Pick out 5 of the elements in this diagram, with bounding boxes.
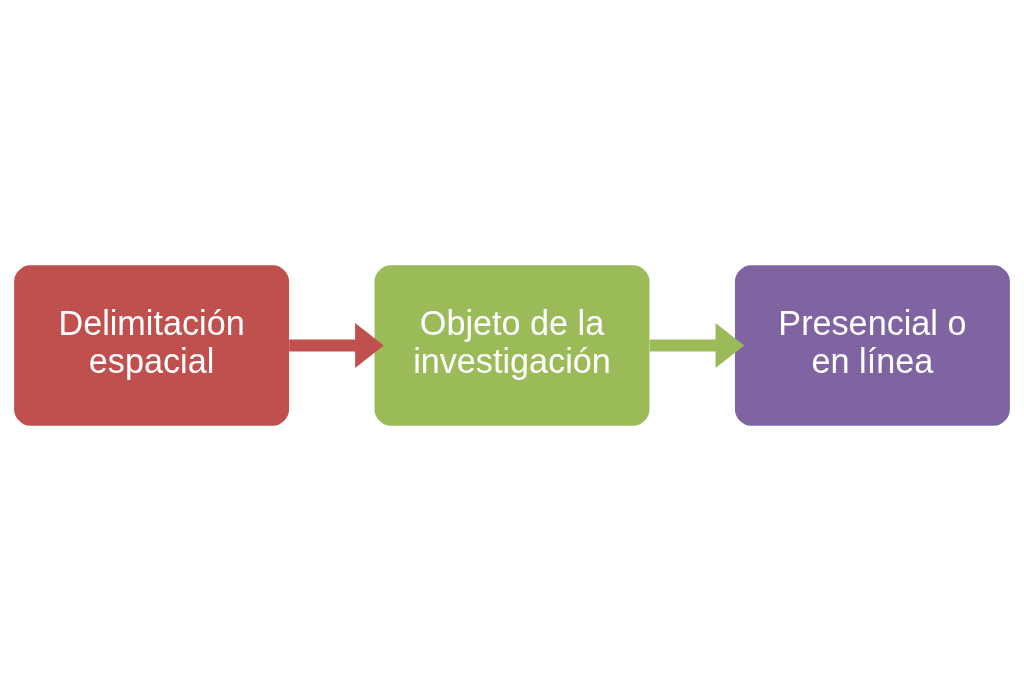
arrow — [289, 322, 384, 369]
node-box: Presencial o en línea — [734, 265, 1010, 426]
node-box: Objeto de la investigación — [374, 265, 650, 426]
node-box: Delimitación espacial — [14, 265, 290, 426]
arrow — [649, 322, 745, 369]
